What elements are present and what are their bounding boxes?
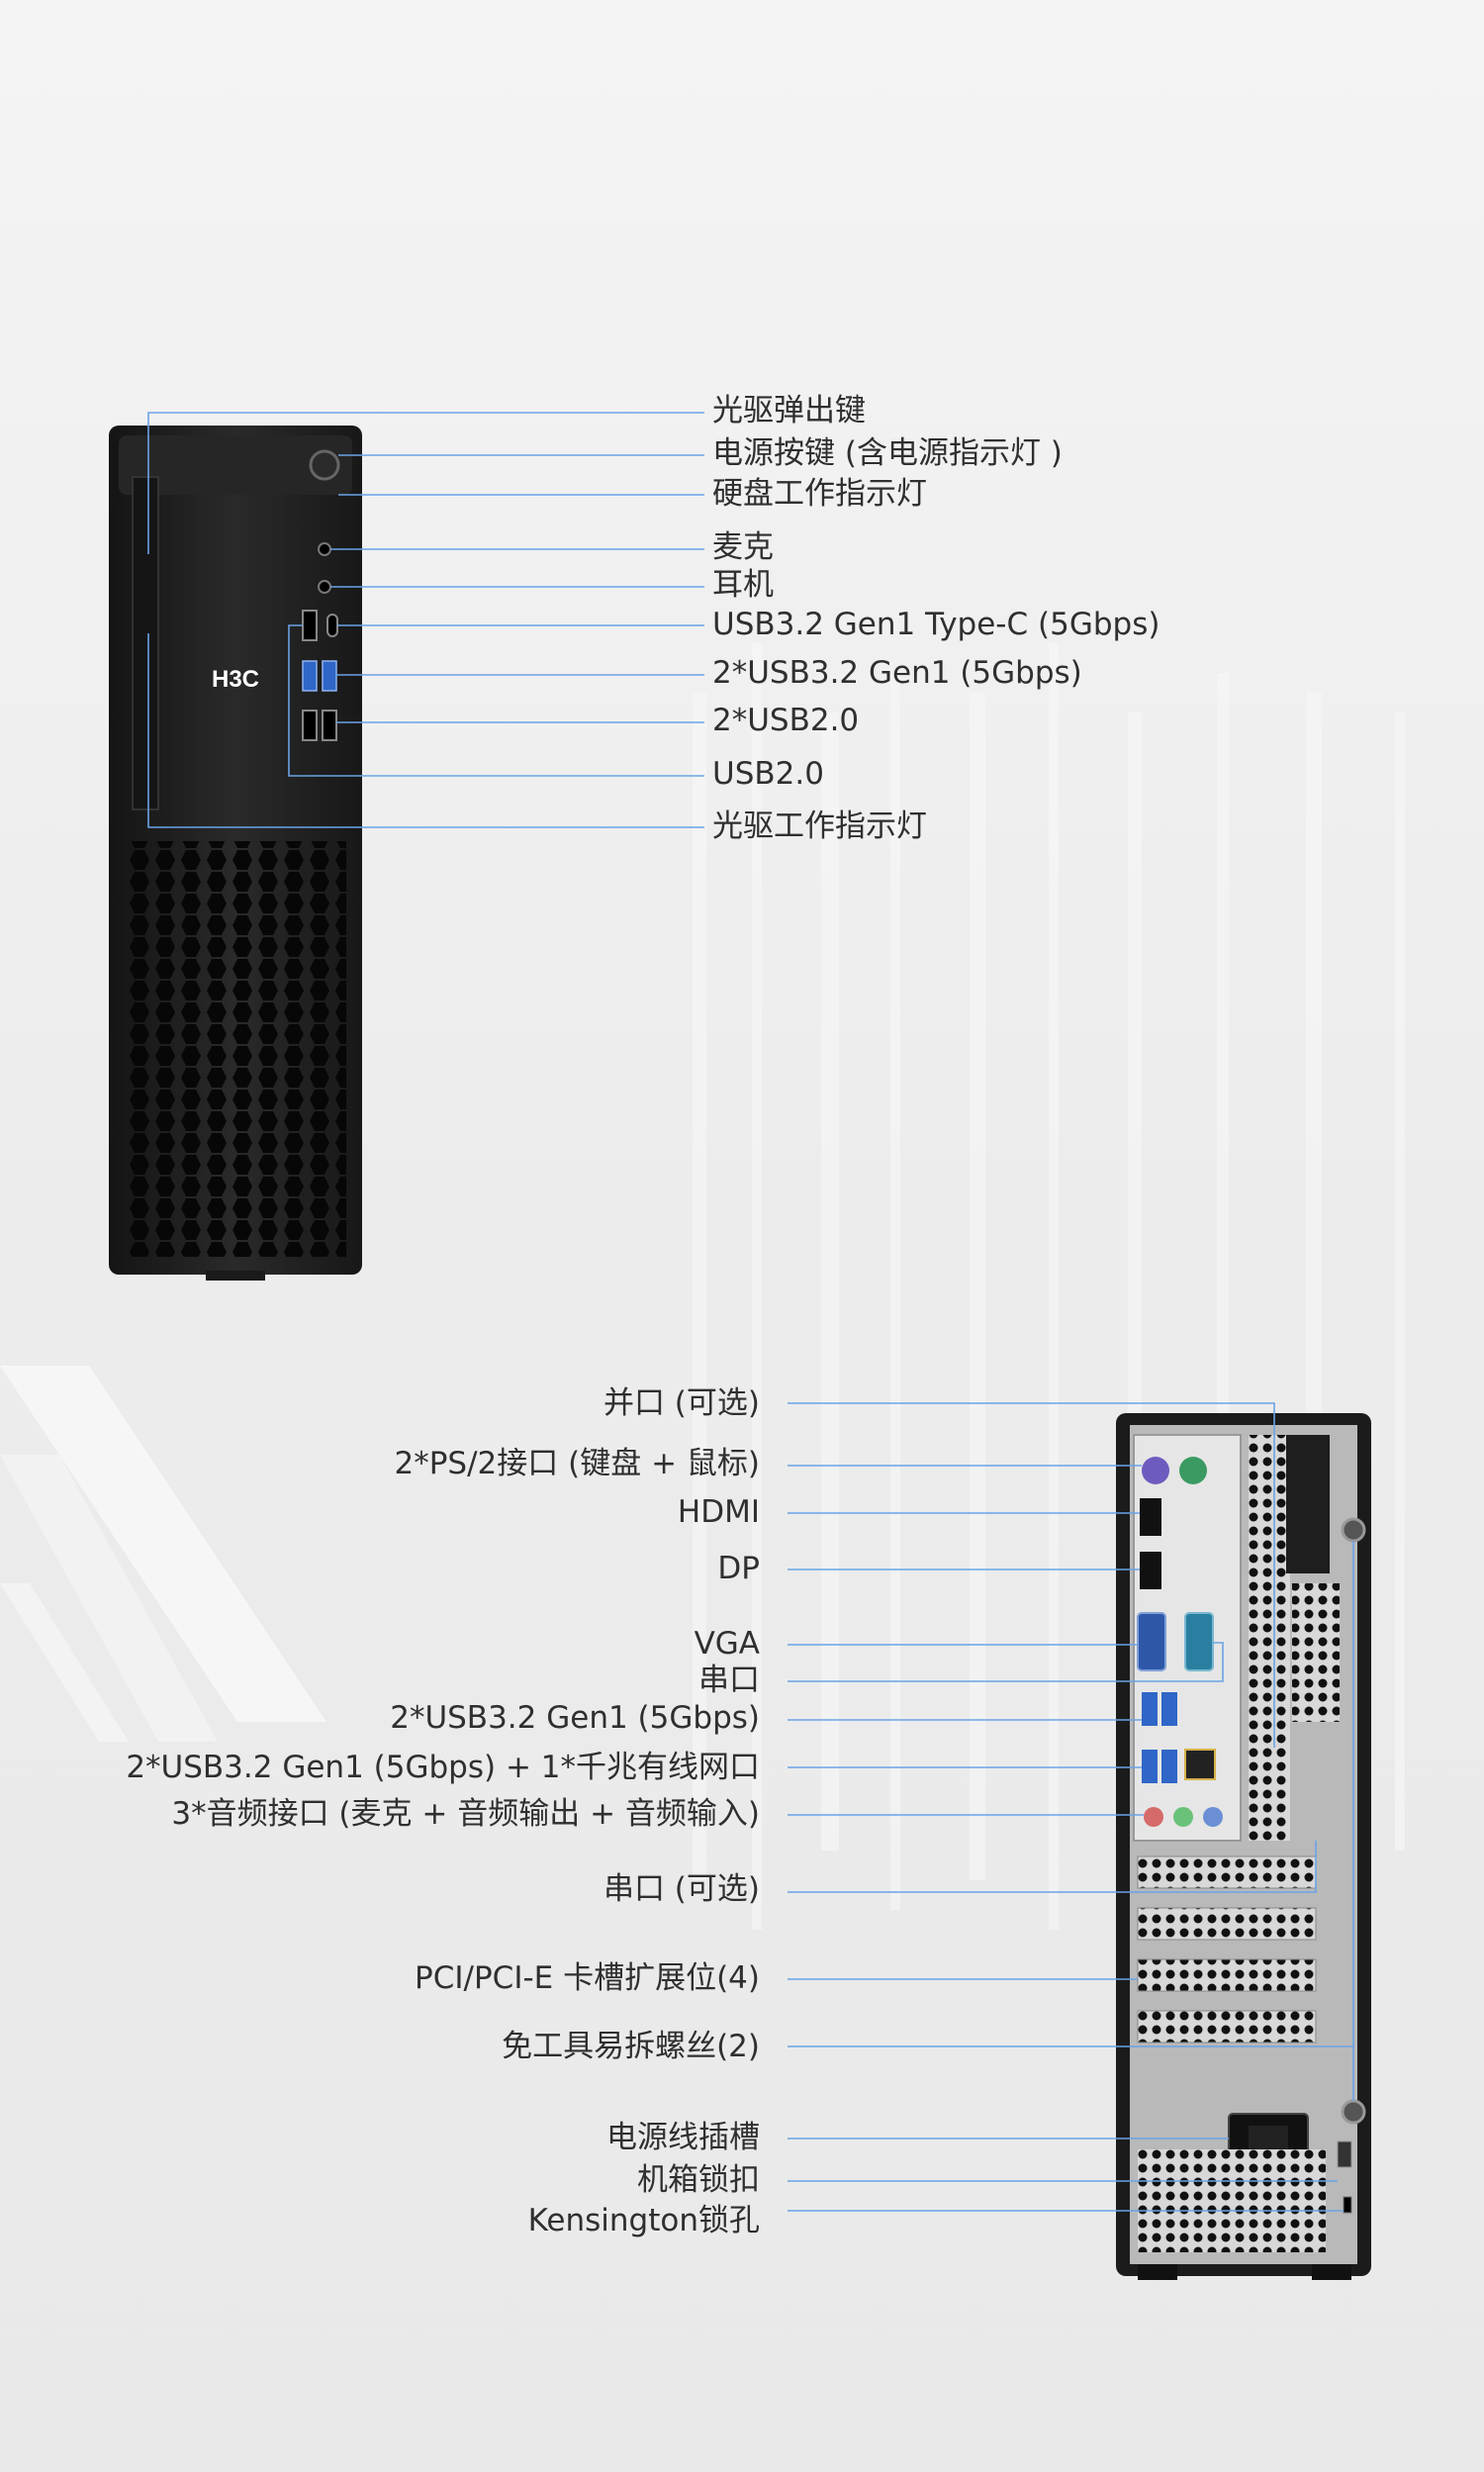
- usb20-icon: [322, 710, 337, 741]
- serial-port-icon: [1184, 1612, 1214, 1671]
- ps2-mouse-icon: [1179, 1457, 1207, 1484]
- usb32-rear-icon: [1142, 1750, 1158, 1783]
- audio-out-icon: [1173, 1807, 1193, 1827]
- label-usb32-rear-ports: 2*USB3.2 Gen1 (5Gbps): [390, 1700, 760, 1736]
- rear-tower: [1116, 1413, 1371, 2280]
- brand-logo: H3C: [212, 666, 259, 693]
- label-audio-jacks: 3*音频接口 (麦克 + 音频输出 + 音频输入): [171, 1796, 760, 1832]
- label-optical-activity-led: 光驱工作指示灯: [712, 808, 927, 844]
- leader-line: [147, 412, 704, 554]
- leader-line: [788, 1402, 1275, 1748]
- label-power-button: 电源按键 (含电源指示灯 ): [712, 435, 1063, 471]
- label-optical-eject-button: 光驱弹出键: [712, 393, 866, 428]
- label-mic-jack: 麦克: [712, 529, 774, 565]
- usb32-rear-icon: [1142, 1692, 1158, 1726]
- usb20-side-icon: [302, 610, 318, 641]
- label-usb20-ports: 2*USB2.0: [712, 703, 860, 738]
- usb32-icon: [302, 660, 318, 692]
- label-parallel-port: 并口 (可选): [603, 1385, 760, 1421]
- dp-port-icon: [1140, 1552, 1161, 1589]
- usb32-rear-icon: [1161, 1692, 1177, 1726]
- thumbscrew-icon: [1341, 1517, 1366, 1543]
- label-ps2-ports: 2*PS/2接口 (键盘 + 鼠标): [394, 1446, 761, 1481]
- label-serial-port: 串口: [698, 1663, 760, 1698]
- leader-line: [288, 624, 704, 777]
- kensington-lock-icon: [1343, 2196, 1352, 2214]
- rear-vent: [1249, 1435, 1290, 1841]
- leader-line: [147, 633, 704, 828]
- label-vga-port: VGA: [694, 1626, 760, 1662]
- label-serial-port-optional: 串口 (可选): [603, 1871, 760, 1907]
- label-usb20-port: USB2.0: [712, 756, 824, 792]
- lan-port-icon: [1184, 1749, 1216, 1780]
- leader-lines: [147, 412, 1354, 2212]
- chassis-lock-icon: [1337, 2140, 1352, 2168]
- label-usb32-lan-ports: 2*USB3.2 Gen1 (5Gbps) + 1*千兆有线网口: [126, 1750, 760, 1785]
- usb32-rear-icon: [1161, 1750, 1177, 1783]
- label-kensington-lock: Kensington锁孔: [527, 2203, 760, 2238]
- pci-slot-covers: [1137, 1855, 1317, 2044]
- optical-drive-bay: [132, 476, 159, 810]
- usb20-icon: [302, 710, 318, 741]
- label-chassis-lock: 机箱锁扣: [637, 2162, 760, 2198]
- label-power-socket: 电源线插槽: [606, 2120, 760, 2155]
- leader-line: [788, 1642, 1224, 1682]
- label-hdd-activity-led: 硬盘工作指示灯: [712, 476, 927, 512]
- front-vent-grille: [125, 841, 346, 1257]
- headphone-jack-icon: [318, 580, 331, 594]
- vga-port-icon: [1137, 1612, 1166, 1671]
- front-tower: H3C: [109, 426, 362, 1281]
- label-pci-slots: PCI/PCI-E 卡槽扩展位(4): [415, 1960, 760, 1996]
- usb-c-icon: [326, 614, 338, 637]
- psu-vent: [1292, 1583, 1340, 1722]
- usb32-icon: [322, 660, 337, 692]
- label-usb-c-port: USB3.2 Gen1 Type-C (5Gbps): [712, 607, 1160, 642]
- psu-rear-vent: [1138, 2149, 1326, 2252]
- hdmi-port-icon: [1140, 1498, 1161, 1536]
- audio-mic-icon: [1144, 1807, 1163, 1827]
- mic-jack-icon: [318, 542, 331, 556]
- label-dp-port: DP: [717, 1551, 760, 1586]
- label-usb32-ports: 2*USB3.2 Gen1 (5Gbps): [712, 655, 1082, 691]
- ps2-keyboard-icon: [1142, 1457, 1169, 1484]
- label-headphone-jack: 耳机: [712, 567, 774, 603]
- label-hdmi-port: HDMI: [677, 1494, 760, 1530]
- power-button-icon: [309, 449, 340, 481]
- audio-in-icon: [1203, 1807, 1223, 1827]
- thumbscrew-icon: [1341, 2099, 1366, 2125]
- leader-line: [788, 1841, 1317, 1893]
- label-toolless-screws: 免工具易拆螺丝(2): [502, 2029, 760, 2064]
